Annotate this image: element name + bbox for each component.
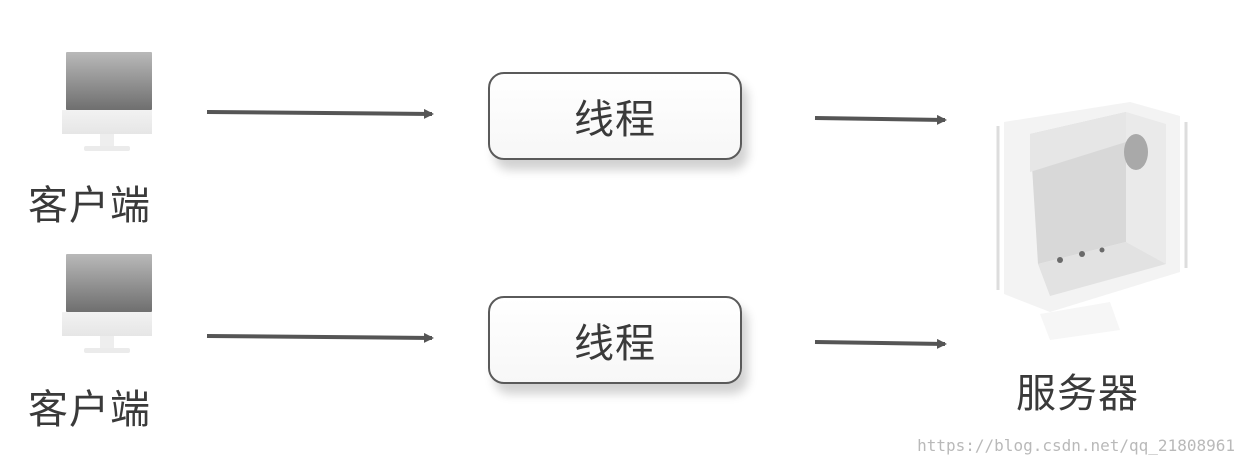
watermark-url: https://blog.csdn.net/qq_21808961 <box>917 436 1235 455</box>
client-to-thread-arrow <box>206 108 434 119</box>
monitor-base <box>84 348 130 353</box>
thread-box: 线程 <box>488 72 742 160</box>
thread-to-server-arrow <box>814 114 947 125</box>
server-label: 服务器 <box>1016 371 1139 417</box>
monitor-icon <box>62 254 152 354</box>
client-label: 客户端 <box>28 183 151 229</box>
monitor-base <box>84 146 130 151</box>
thread-label: 线程 <box>574 321 656 367</box>
monitor-bezel <box>62 312 152 336</box>
thread-label: 线程 <box>574 97 656 143</box>
monitor-screen <box>66 52 152 110</box>
monitor-stand <box>100 336 114 350</box>
client-label: 客户端 <box>28 387 151 433</box>
monitor-icon <box>62 52 152 152</box>
monitor-bezel <box>62 110 152 134</box>
client-to-thread-arrow <box>206 332 434 343</box>
monitor-stand <box>100 134 114 148</box>
thread-box: 线程 <box>488 296 742 384</box>
monitor-screen <box>66 254 152 312</box>
thread-to-server-arrow <box>814 338 947 349</box>
server-tower-icon <box>996 102 1188 340</box>
